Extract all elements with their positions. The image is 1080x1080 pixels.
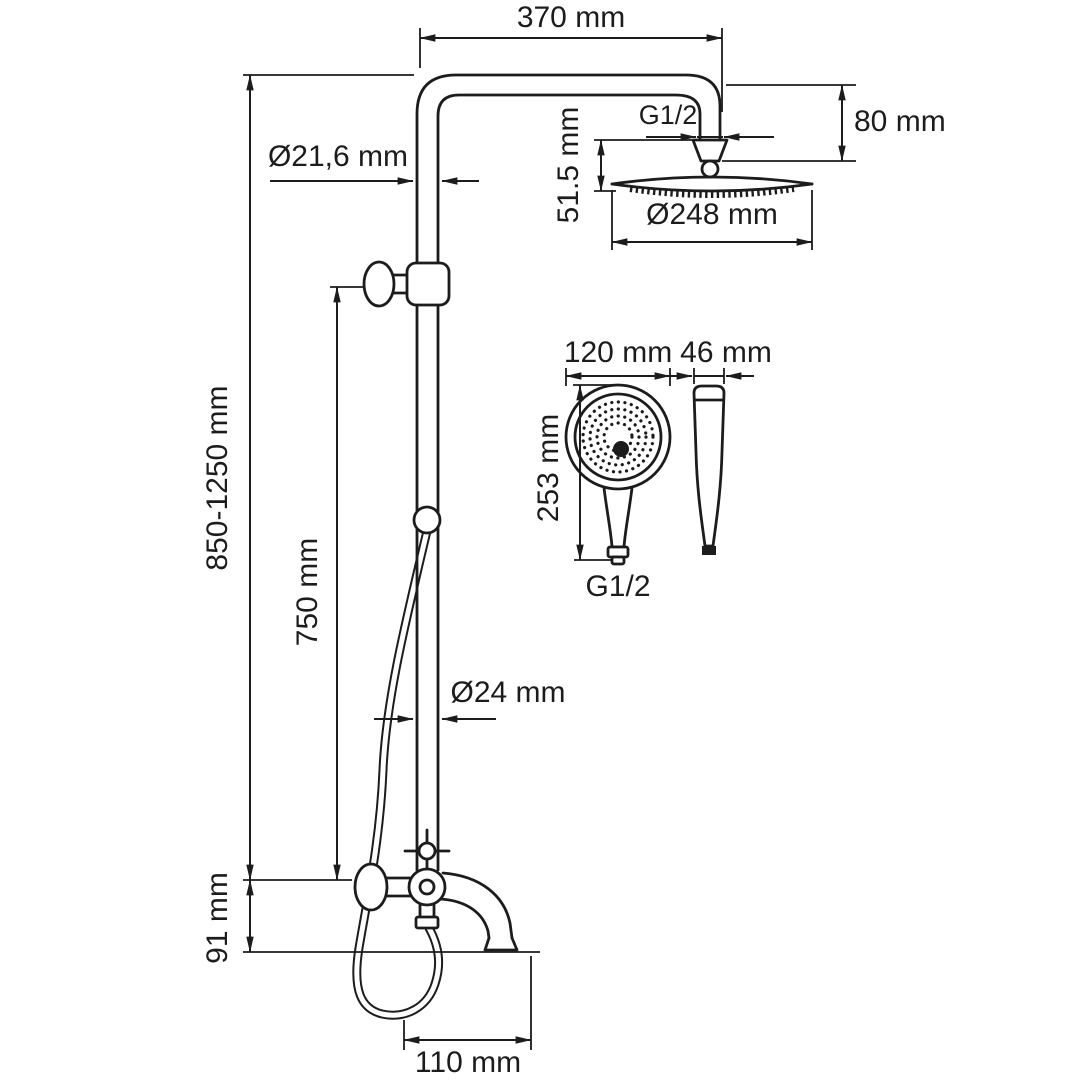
dim-g12-hand: G1/2 bbox=[585, 570, 650, 603]
overhead-shower-head bbox=[610, 138, 814, 198]
dim-850-1250-label: 850-1250 mm bbox=[201, 385, 234, 570]
dim-253-label: 253 mm bbox=[532, 414, 565, 522]
mode-button bbox=[613, 441, 629, 457]
dim-g12-top-label: G1/2 bbox=[639, 100, 698, 130]
dim-110-label: 110 mm bbox=[415, 1046, 521, 1079]
hand-shower-side-view bbox=[692, 384, 726, 555]
dim-91-label: 91 mm bbox=[201, 872, 234, 964]
hose-connector bbox=[414, 915, 440, 930]
dim-21-6-label: Ø21,6 mm bbox=[268, 140, 408, 173]
pipe-clamp bbox=[405, 261, 451, 307]
side-view-tip bbox=[702, 546, 716, 555]
dim-370-label: 370 mm bbox=[517, 1, 625, 34]
wall-bracket bbox=[362, 260, 451, 308]
dim-110: 110 mm bbox=[403, 956, 532, 1079]
dim-80-label: 80 mm bbox=[854, 105, 946, 138]
dim-91: 91 mm bbox=[201, 872, 540, 964]
spray-nozzles bbox=[629, 186, 795, 198]
diverter-slider bbox=[412, 505, 442, 535]
dim-46: 46 mm bbox=[664, 336, 772, 384]
dim-g12-hand-label: G1/2 bbox=[585, 570, 650, 603]
tub-spout bbox=[439, 871, 519, 952]
dim-248-label: Ø248 mm bbox=[646, 198, 778, 231]
dim-120: 120 mm bbox=[564, 336, 672, 386]
dim-80: 80 mm bbox=[722, 84, 946, 162]
dim-51-5-label: 51.5 mm bbox=[552, 107, 585, 224]
dim-750-label: 750 mm bbox=[291, 538, 324, 646]
shower-hose bbox=[352, 526, 444, 1020]
mixer-wall-knob bbox=[353, 862, 412, 912]
dim-21-6: Ø21,6 mm bbox=[268, 140, 479, 185]
dim-g12-top: G1/2 bbox=[639, 100, 774, 141]
dim-24-label: Ø24 mm bbox=[450, 676, 565, 709]
mixer-cross-handle bbox=[403, 828, 451, 870]
dim-750: 750 mm bbox=[291, 286, 363, 881]
mixer-assembly bbox=[353, 828, 519, 952]
dim-46-label: 46 mm bbox=[680, 336, 772, 369]
dim-370: 370 mm bbox=[419, 1, 723, 112]
mixer-body bbox=[407, 867, 447, 930]
dim-24: Ø24 mm bbox=[374, 676, 566, 723]
riser-pipe-and-arm bbox=[415, 73, 722, 872]
dim-253: 253 mm bbox=[532, 384, 614, 561]
hand-shower-front-view bbox=[564, 383, 672, 566]
dim-248: Ø248 mm bbox=[611, 190, 813, 250]
ball-joint bbox=[700, 159, 720, 179]
dim-120-label: 120 mm bbox=[564, 336, 672, 369]
